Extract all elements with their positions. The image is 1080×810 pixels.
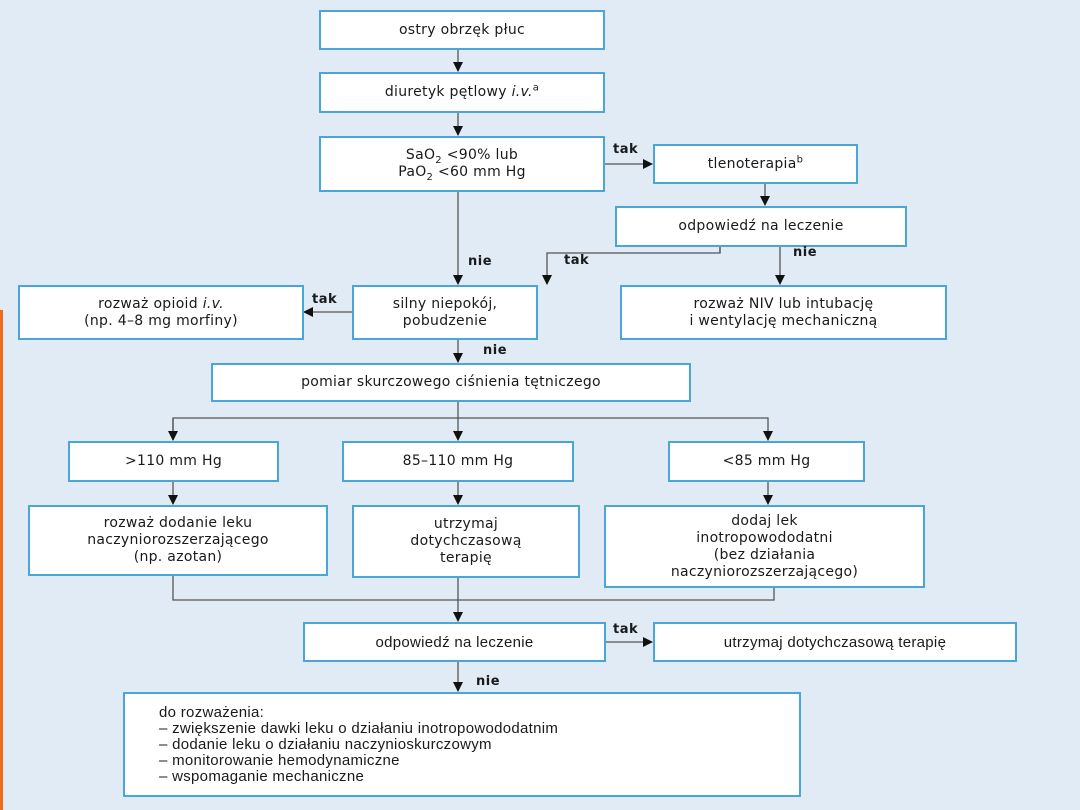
edge-label-no: nie xyxy=(476,674,501,689)
edge-label-no: nie xyxy=(483,343,508,358)
node-text: rozważ NIV lub intubację xyxy=(693,295,874,312)
node-text: utrzymaj dotychczasową terapię xyxy=(723,633,947,651)
node-bp-high: >110 mm Hg xyxy=(68,441,279,482)
node-opioid: rozważ opioid i.v. (np. 4–8 mg morfiny) xyxy=(18,285,304,340)
text: <60 mm Hg xyxy=(433,164,526,180)
node-text: rozważ opioid i.v. xyxy=(98,296,224,313)
considerations-item: – monitorowanie hemodynamiczne xyxy=(159,751,400,769)
node-text: naczyniorozszerzającego) xyxy=(670,563,859,580)
node-text: rozważ dodanie leku xyxy=(103,515,253,531)
node-text: odpowiedź na leczenie xyxy=(375,633,534,651)
node-inotrope: dodaj lek inotropowododatni (bez działan… xyxy=(604,505,925,588)
node-text: pobudzenie xyxy=(402,312,488,329)
node-text: tlenoterapiab xyxy=(707,153,804,173)
node-text: (bez działania xyxy=(713,546,816,563)
node-oxygen-saturation: SaO2 <90% lub PaO2 <60 mm Hg xyxy=(319,136,605,192)
node-text: (np. 4–8 mg morfiny) xyxy=(84,312,238,329)
node-text: 85–110 mm Hg xyxy=(402,453,514,469)
node-text: ostry obrzęk płuc xyxy=(398,21,526,38)
text: i.v. xyxy=(202,295,224,312)
node-vasodilator: rozważ dodanie leku naczyniorozszerzając… xyxy=(28,505,328,576)
node-considerations: do rozważenia: – zwiększenie dawki leku … xyxy=(123,692,801,797)
node-text: utrzymaj xyxy=(433,516,499,532)
node-text: dodaj lek xyxy=(731,512,798,529)
node-bp-low: <85 mm Hg xyxy=(668,441,865,482)
node-blood-pressure: pomiar skurczowego ciśnienia tętniczego xyxy=(211,363,691,402)
considerations-item: – wspomaganie mechaniczne xyxy=(159,767,365,785)
node-text: dotychczasową xyxy=(410,533,522,549)
text: 2 xyxy=(426,171,434,183)
node-loop-diuretic: diuretyk pętlowy i.v.a xyxy=(319,72,605,113)
considerations-item: – zwiększenie dawki leku o działaniu ino… xyxy=(159,719,559,737)
node-text: (np. azotan) xyxy=(133,549,223,565)
text: rozważ opioid xyxy=(98,295,203,312)
node-text: <85 mm Hg xyxy=(722,453,811,469)
node-text: SaO2 <90% lub xyxy=(405,147,519,166)
node-text: silny niepokój, xyxy=(392,295,498,312)
node-anxiety: silny niepokój, pobudzenie xyxy=(352,285,538,340)
node-text: terapię xyxy=(440,550,492,566)
edge-label-yes: tak xyxy=(613,622,639,637)
edge-label-yes: tak xyxy=(312,292,338,307)
node-response-1: odpowiedź na leczenie xyxy=(615,206,907,247)
text: i.v. xyxy=(511,84,533,100)
considerations-item: – dodanie leku o działaniu naczynioskurc… xyxy=(159,735,492,753)
node-bp-mid: 85–110 mm Hg xyxy=(342,441,574,482)
node-text: >110 mm Hg xyxy=(124,453,223,469)
node-response-2: odpowiedź na leczenie xyxy=(303,622,606,662)
node-text: i wentylację mechaniczną xyxy=(689,312,878,329)
text: <90% lub xyxy=(441,147,519,163)
edge-label-yes: tak xyxy=(613,142,639,157)
edge-label-yes: tak xyxy=(564,253,590,268)
text: b xyxy=(796,153,804,165)
text: diuretyk pętlowy xyxy=(384,84,507,100)
node-text: pomiar skurczowego ciśnienia tętniczego xyxy=(301,374,601,390)
node-text: inotropowododatni xyxy=(696,529,833,546)
node-text: odpowiedź na leczenie xyxy=(678,218,844,234)
edge-label-no: nie xyxy=(468,254,493,269)
node-niv: rozważ NIV lub intubację i wentylację me… xyxy=(620,285,947,340)
node-text: diuretyk pętlowy i.v.a xyxy=(384,82,540,101)
text: tlenoterapia xyxy=(707,155,797,172)
considerations-title: do rozważenia: xyxy=(159,703,265,721)
node-keep-therapy: utrzymaj dotychczasową terapię xyxy=(352,505,580,578)
text: a xyxy=(532,82,540,94)
node-text: PaO2 <60 mm Hg xyxy=(398,164,526,183)
node-keep-therapy-2: utrzymaj dotychczasową terapię xyxy=(653,622,1017,662)
text: SaO xyxy=(405,147,436,163)
left-accent-strip xyxy=(0,310,3,810)
text: 2 xyxy=(435,154,442,166)
node-oxygen-therapy: tlenoterapiab xyxy=(653,144,858,184)
edge-label-no: nie xyxy=(793,245,818,260)
node-text: naczyniorozszerzającego xyxy=(87,532,269,548)
node-acute-pulmonary-edema: ostry obrzęk płuc xyxy=(319,10,605,50)
text: PaO xyxy=(398,164,427,180)
